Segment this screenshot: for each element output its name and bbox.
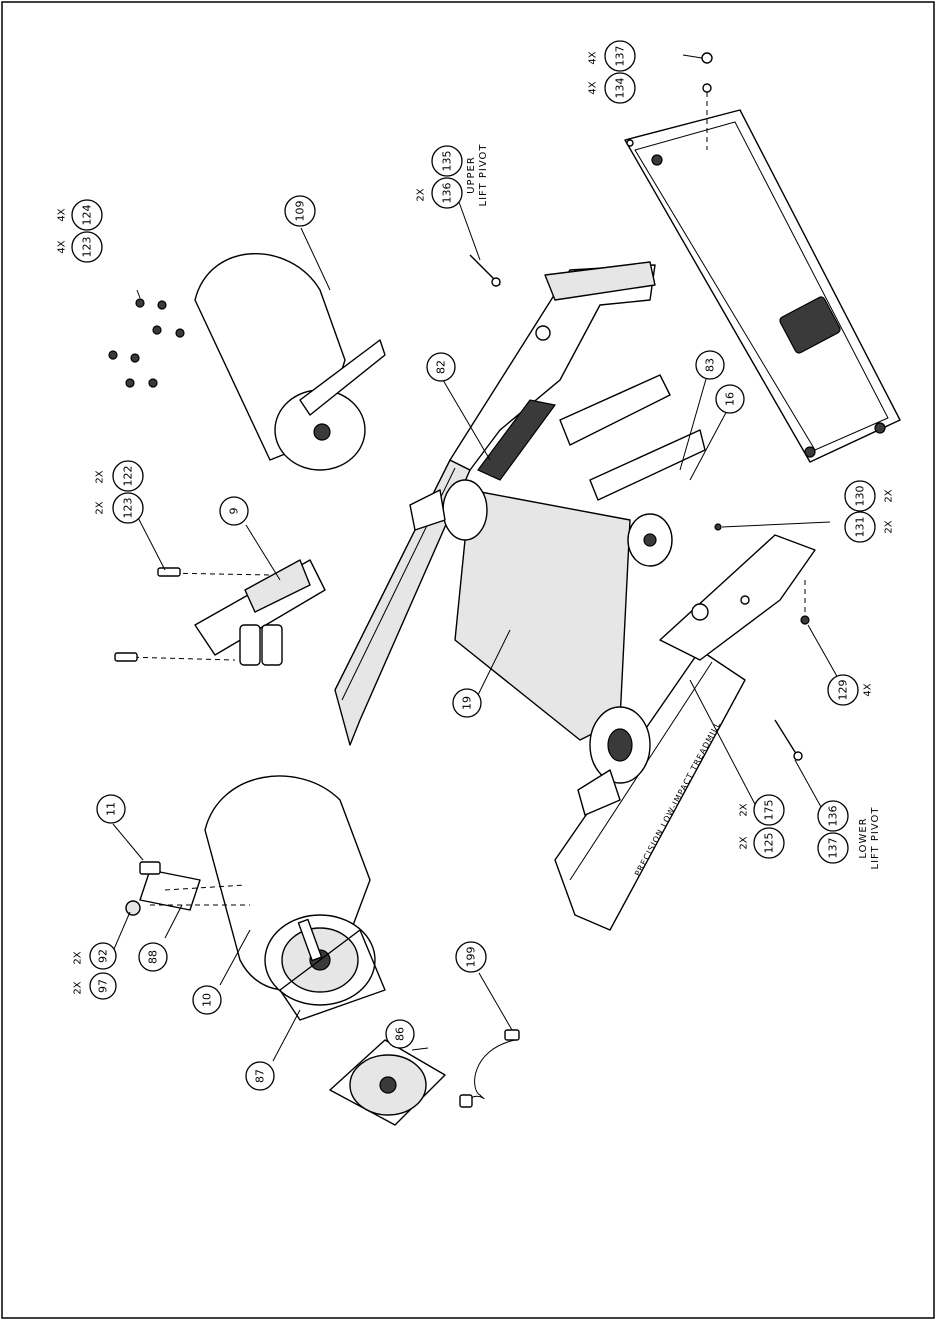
svg-text:123: 123 (81, 237, 94, 258)
callout-83: 83 (695, 350, 725, 380)
svg-text:199: 199 (465, 947, 478, 968)
cover-screw-137 (701, 52, 713, 150)
bracket-88-and-brush-11 (125, 861, 250, 916)
svg-text:16: 16 (724, 392, 737, 406)
callout-124: 124 (71, 199, 103, 231)
svg-text:92: 92 (97, 949, 110, 963)
callout-97: 97 (89, 972, 117, 1000)
qty-131: 2X (884, 520, 895, 533)
treadmill-frame-assembly: PRECISION LOW-IMPACT TREADMILL (334, 261, 816, 931)
callout-122: 122 (112, 460, 144, 492)
callout-87: 87 (245, 1061, 275, 1091)
svg-text:135: 135 (441, 151, 454, 172)
qty-92: 2X (73, 951, 84, 964)
svg-text:123: 123 (122, 498, 135, 519)
svg-text:137: 137 (827, 838, 840, 859)
svg-text:129: 129 (837, 680, 850, 701)
qty-129: 4X (863, 683, 874, 696)
motor-cover-panel (624, 109, 901, 463)
svg-text:130: 130 (854, 486, 867, 507)
sensor-cable (459, 1029, 520, 1108)
svg-text:87: 87 (254, 1069, 267, 1083)
qty-175: 2X (739, 803, 750, 816)
callout-86: 86 (385, 1019, 415, 1049)
callout-11: 11 (96, 794, 126, 824)
svg-text:83: 83 (704, 358, 717, 372)
svg-text:137: 137 (614, 46, 627, 67)
qty-123-b: 4X (57, 240, 68, 253)
qty-122: 2X (95, 470, 106, 483)
svg-text:10: 10 (201, 993, 214, 1007)
callout-136-a: 136 (431, 177, 463, 209)
svg-text:82: 82 (435, 360, 448, 374)
drive-motor-assembly (204, 775, 386, 1021)
callout-123-b: 123 (71, 231, 103, 263)
screw-129 (800, 615, 810, 625)
svg-text:136: 136 (827, 806, 840, 827)
screw-131 (714, 523, 722, 531)
callout-199: 199 (455, 941, 487, 973)
callout-109: 109 (284, 195, 316, 227)
upper-lift-pivot-line1: UPPER (466, 156, 477, 194)
svg-text:97: 97 (97, 979, 110, 993)
lower-lift-pivot-line1: LOWER (858, 817, 869, 858)
svg-text:125: 125 (763, 833, 776, 854)
callout-134: 134 (604, 72, 636, 104)
callout-130: 130 (844, 480, 876, 512)
cooling-fan (329, 1039, 446, 1126)
upper-lift-pivot-line2: LIFT PIVOT (478, 143, 489, 206)
lower-lift-pivot-line2: LIFT PIVOT (870, 806, 881, 869)
svg-text:136: 136 (441, 183, 454, 204)
callout-137-a: 137 (604, 40, 636, 72)
callout-136-b: 136 (817, 800, 849, 832)
qty-125: 2X (739, 836, 750, 849)
svg-text:88: 88 (147, 950, 160, 964)
svg-text:122: 122 (122, 466, 135, 487)
callout-92: 92 (89, 942, 117, 970)
lift-motor-assembly (108, 252, 386, 471)
svg-text:131: 131 (854, 517, 867, 538)
qty-136-a: 2X (416, 188, 427, 201)
callout-137-b: 137 (817, 832, 849, 864)
qty-123-a: 2X (95, 501, 106, 514)
callout-123-a: 123 (112, 492, 144, 524)
callout-10: 10 (192, 985, 222, 1015)
svg-text:175: 175 (763, 800, 776, 821)
lower-pivot-pin (774, 719, 803, 761)
upper-pivot-pin (469, 254, 501, 287)
qty-134: 4X (588, 81, 599, 94)
qty-137-a: 4X (588, 51, 599, 64)
qty-124: 4X (57, 208, 68, 221)
controller-assembly (114, 559, 326, 666)
callout-129: 129 (827, 674, 859, 706)
svg-text:134: 134 (614, 78, 627, 99)
svg-text:11: 11 (105, 802, 118, 816)
callout-135: 135 (431, 145, 463, 177)
callout-125: 125 (753, 827, 785, 859)
callout-175: 175 (753, 794, 785, 826)
svg-text:124: 124 (81, 205, 94, 226)
callout-19: 19 (452, 688, 482, 718)
svg-text:9: 9 (228, 508, 241, 515)
qty-97: 2X (73, 981, 84, 994)
callout-88: 88 (138, 942, 168, 972)
callout-82: 82 (426, 352, 456, 382)
svg-text:109: 109 (294, 201, 307, 222)
callout-131: 131 (844, 511, 876, 543)
svg-text:86: 86 (394, 1027, 407, 1041)
callout-9: 9 (219, 496, 249, 526)
qty-130: 2X (884, 489, 895, 502)
svg-text:19: 19 (461, 696, 474, 710)
callout-16: 16 (715, 384, 745, 414)
